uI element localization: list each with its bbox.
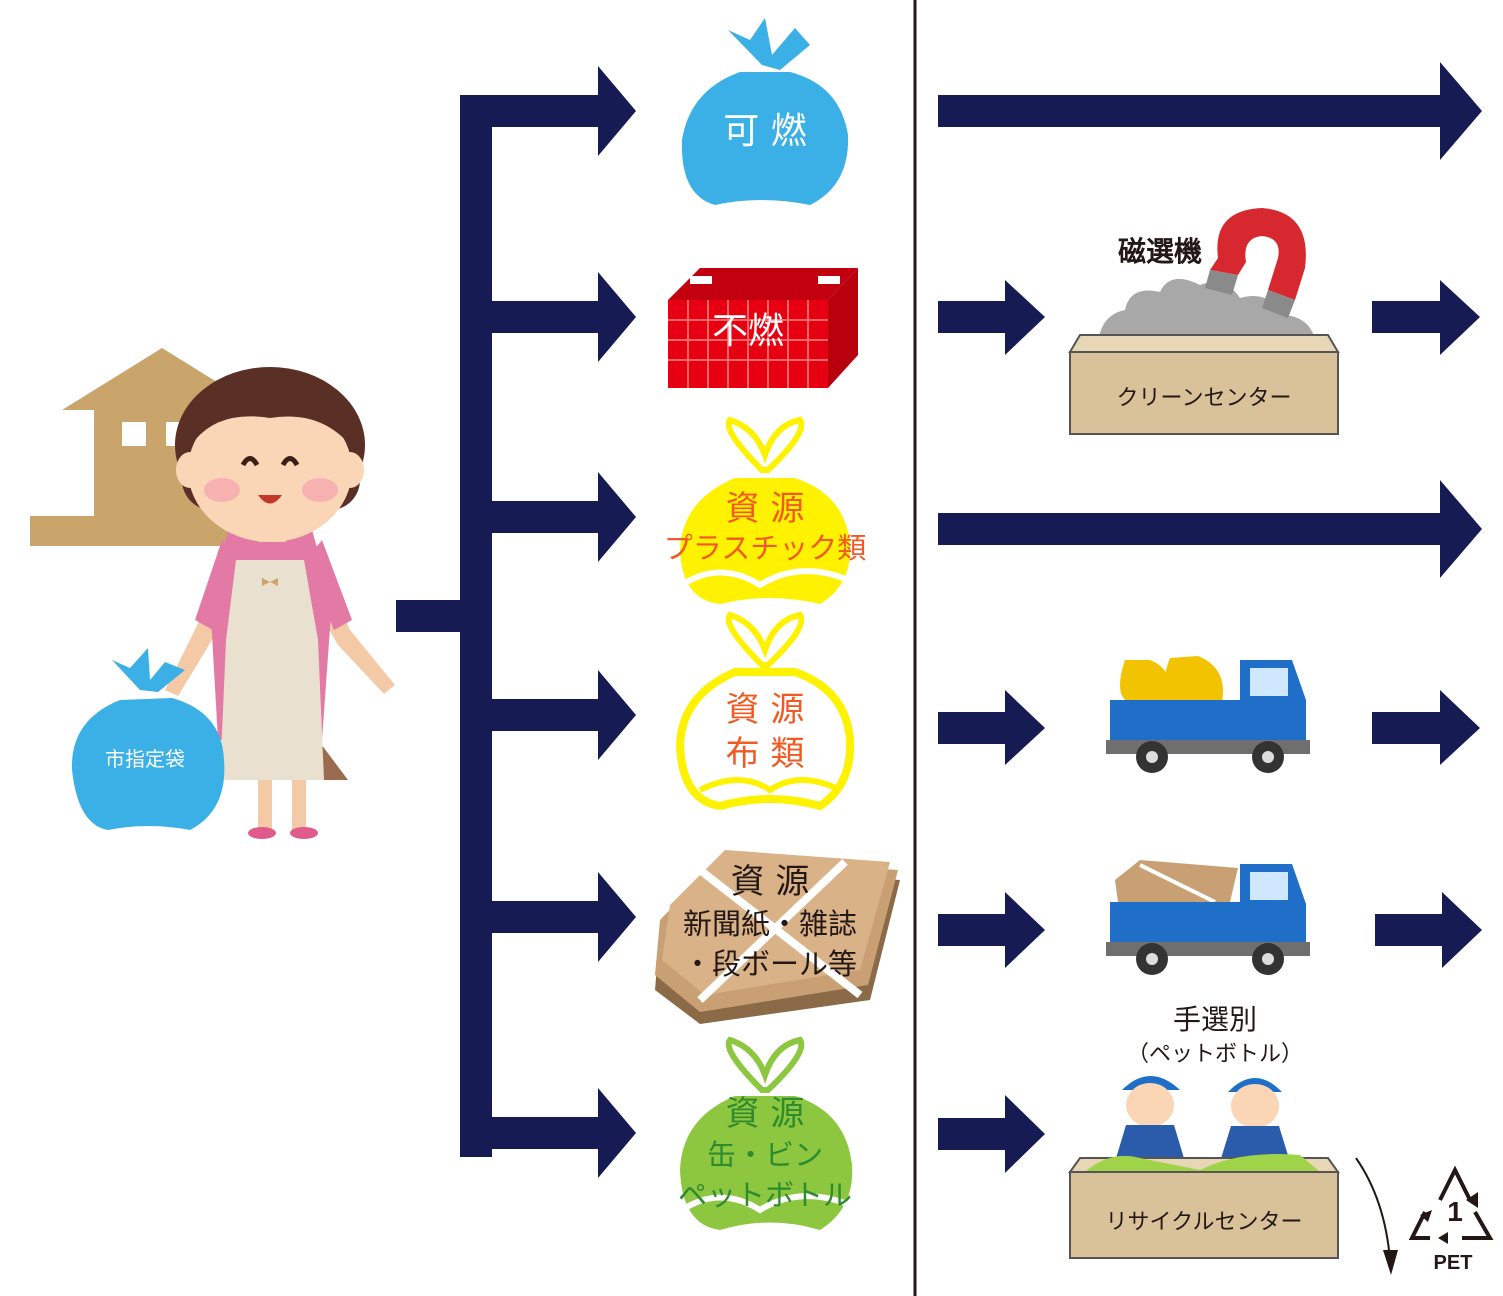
category-paper-label: 資 源 新聞紙・雑誌 ・段ボール等 [655, 860, 885, 984]
category-plastic-line-1: 資 源 [725, 489, 805, 529]
household-bag-icon [71, 648, 225, 830]
category-cloth-line-1: 資 源 [725, 690, 805, 730]
category-plastic-line-2: プラスチック類 [663, 531, 867, 565]
category-nonburnable-line-1: 不燃 [711, 311, 784, 352]
arrow-cloth-out [1372, 690, 1480, 765]
distribution-arrows [396, 66, 636, 1178]
paper-bundle-icon [655, 850, 900, 1024]
recycle-center-icon [1068, 1154, 1340, 1259]
category-cloth-label: 資 源 布 類 [690, 688, 840, 776]
arrow-plastic-out [938, 480, 1482, 578]
plastic-bag-icon [680, 416, 851, 604]
household-bag-label: 市指定袋 [105, 747, 185, 771]
arrow-nonburnable-out [1372, 280, 1480, 355]
hand-sort-label: 手選別 [1172, 1003, 1257, 1036]
recycle-center-label: リサイクルセンター [1105, 1210, 1303, 1235]
arrow-burnable-out [938, 62, 1482, 160]
arrow-to-cans [460, 1088, 636, 1178]
hand-sort-sub-label: （ペットボトル） [1126, 1042, 1303, 1067]
clean-center-label: クリーンセンター [1116, 386, 1292, 411]
pet-arrowhead [1383, 1250, 1398, 1275]
pet-recycle-icon [1408, 1165, 1494, 1244]
magnet-icon [1205, 208, 1306, 318]
woman-icon [165, 367, 395, 839]
burnable-bag-icon [681, 18, 849, 205]
arrow-to-paper [460, 872, 636, 962]
category-cans-line-3: ペットボトル [677, 1178, 852, 1212]
category-cans-label: 資 源 缶・ビン ペットボトル [655, 1093, 875, 1215]
category-cans-line-2: 缶・ビン [706, 1138, 823, 1172]
category-paper-line-3: ・段ボール等 [682, 947, 857, 981]
magnet-label: 磁選機 [1117, 235, 1202, 268]
pet-curve-arrow [1355, 1157, 1391, 1261]
category-nonburnable-label: 不燃 [668, 302, 828, 354]
arrow-paper-in [938, 892, 1045, 968]
arrow-cloth-in [938, 690, 1045, 765]
arrow-to-burnable [460, 66, 636, 156]
clean-center-icon [1068, 278, 1340, 435]
arrow-to-nonburnable [460, 272, 636, 362]
cloth-bag-icon [675, 611, 855, 811]
category-paper-line-1: 資 源 [730, 862, 810, 902]
category-paper-line-2: 新聞紙・雑誌 [682, 907, 857, 941]
arrow-cans-in [938, 1095, 1045, 1173]
truck-cloth-icon [1106, 656, 1310, 773]
right-arrows [938, 62, 1482, 1173]
category-cans-line-1: 資 源 [725, 1094, 805, 1134]
arrow-to-cloth [460, 670, 636, 760]
category-cloth-line-2: 布 類 [725, 734, 805, 774]
worker-icon [1114, 1076, 1291, 1165]
pet-number: 1 [1447, 1196, 1463, 1227]
arrow-paper-out [1375, 892, 1482, 968]
truck-paper-icon [1106, 860, 1310, 975]
arrow-to-plastic [460, 472, 636, 562]
pet-label: PET [1433, 1252, 1473, 1274]
category-burnable-label: 可 燃 [690, 102, 840, 154]
nonburnable-crate-icon [668, 268, 858, 388]
cans-bag-icon [680, 1036, 853, 1230]
category-burnable-line-1: 可 燃 [723, 111, 807, 152]
category-plastic-label: 資 源 プラスチック類 [645, 488, 885, 566]
arrow-nonburnable-in [938, 280, 1045, 355]
